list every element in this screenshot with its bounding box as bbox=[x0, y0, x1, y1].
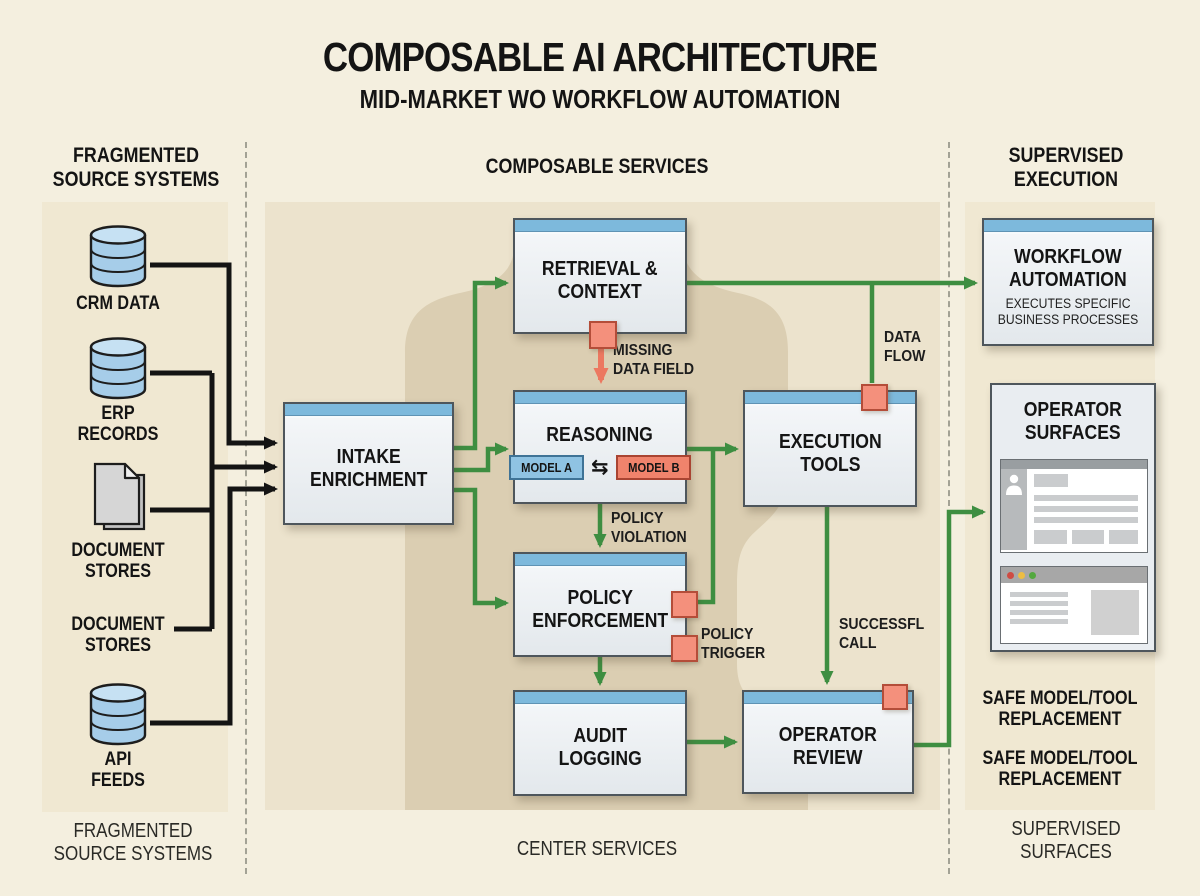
node-title: INTAKE ENRICHMENT bbox=[309, 445, 428, 491]
content-line bbox=[1010, 592, 1068, 597]
node-audit-logging: AUDIT LOGGING bbox=[513, 690, 687, 796]
divider-right bbox=[948, 142, 950, 874]
button-block bbox=[1109, 530, 1138, 544]
database-icon bbox=[88, 682, 148, 751]
left-column-header: FRAGMENTED SOURCE SYSTEMS bbox=[52, 144, 220, 191]
connector-square-missing-data bbox=[589, 321, 617, 349]
center-footer: CENTER SERVICES bbox=[516, 838, 678, 860]
right-column-header: SUPERVISED EXECUTION bbox=[1008, 144, 1124, 191]
node-title: POLICY ENFORCEMENT bbox=[532, 586, 668, 632]
right-footer: SUPERVISED SURFACES bbox=[1011, 818, 1121, 863]
model-a-label: MODEL A bbox=[520, 460, 572, 476]
yellow-dot-icon bbox=[1018, 572, 1025, 579]
green-dot-icon bbox=[1029, 572, 1036, 579]
swap-arrows-icon: ⇆ bbox=[590, 455, 609, 480]
node-title: EXECUTION TOOLS bbox=[778, 430, 882, 476]
note-safe-replacement-1: SAFE MODEL/TOOL REPLACEMENT bbox=[982, 688, 1138, 731]
database-icon bbox=[88, 336, 148, 405]
app-window-mockup bbox=[1000, 459, 1148, 553]
model-b-label: MODEL B bbox=[627, 460, 680, 476]
node-title: REASONING bbox=[546, 423, 654, 446]
left-footer: FRAGMENTED SOURCE SYSTEMS bbox=[53, 820, 213, 865]
note-safe-replacement-2: SAFE MODEL/TOOL REPLACEMENT bbox=[982, 748, 1138, 791]
button-block bbox=[1072, 530, 1104, 544]
content-line bbox=[1034, 506, 1138, 512]
node-top-bar bbox=[515, 692, 685, 706]
model-b-chip: MODEL B bbox=[615, 455, 692, 481]
flow-label-policy-trigger: POLICY TRIGGER bbox=[701, 626, 766, 662]
window-titlebar bbox=[1001, 460, 1147, 469]
button-block bbox=[1034, 530, 1067, 544]
flow-label-policy-violation: POLICY VIOLATION bbox=[611, 510, 687, 546]
model-chips: MODEL A ⇆ MODEL B bbox=[508, 455, 692, 481]
source-label-docs-1: DOCUMENT STORES bbox=[71, 540, 165, 583]
node-operator-surfaces: OPERATOR SURFACES bbox=[990, 383, 1156, 652]
node-intake-enrichment: INTAKE ENRICHMENT bbox=[283, 402, 454, 525]
node-top-bar bbox=[745, 392, 915, 406]
source-label-api: API FEEDS bbox=[91, 749, 145, 792]
content-line bbox=[1034, 495, 1138, 501]
node-retrieval-context: RETRIEVAL & CONTEXT bbox=[513, 218, 687, 334]
node-workflow-automation: WORKFLOW AUTOMATION EXECUTES SPECIFIC BU… bbox=[982, 218, 1154, 346]
content-line bbox=[1010, 619, 1068, 624]
database-icon bbox=[88, 224, 148, 293]
flow-label-missing-data-field: MISSING DATA FIELD bbox=[613, 342, 695, 378]
center-column-header: COMPOSABLE SERVICES bbox=[485, 155, 709, 178]
person-icon bbox=[1006, 474, 1022, 495]
source-label-erp: ERP RECORDS bbox=[77, 403, 159, 446]
node-title: OPERATOR REVIEW bbox=[778, 724, 878, 769]
node-top-bar bbox=[515, 392, 685, 406]
connector-square-policy-trigger bbox=[671, 635, 698, 662]
content-line bbox=[1010, 610, 1068, 615]
flow-label-data-flow: DATA FLOW bbox=[884, 329, 926, 365]
node-title: OPERATOR SURFACES bbox=[1023, 399, 1123, 444]
window-titlebar bbox=[1001, 567, 1147, 583]
browser-window-mockup bbox=[1000, 566, 1148, 644]
red-dot-icon bbox=[1007, 572, 1014, 579]
node-top-bar bbox=[515, 220, 685, 234]
content-line bbox=[1010, 601, 1068, 606]
source-label-crm: CRM DATA bbox=[76, 293, 160, 314]
connector-square-review-top bbox=[882, 684, 908, 710]
node-top-bar bbox=[515, 554, 685, 568]
node-title: AUDIT LOGGING bbox=[558, 725, 642, 770]
node-top-bar bbox=[285, 404, 452, 418]
connector-square-policy-right bbox=[671, 591, 698, 618]
documents-icon bbox=[87, 462, 151, 541]
page-subtitle: MID-MARKET WO WORKFLOW AUTOMATION bbox=[359, 84, 841, 114]
content-line bbox=[1034, 517, 1138, 523]
source-label-docs-2: DOCUMENT STORES bbox=[71, 614, 165, 657]
node-reasoning: REASONING MODEL A ⇆ MODEL B bbox=[508, 390, 692, 504]
connector-square-execution-top bbox=[861, 384, 888, 411]
divider-left bbox=[245, 142, 247, 874]
node-top-bar bbox=[984, 220, 1152, 234]
content-heading-block bbox=[1034, 474, 1068, 487]
node-title: RETRIEVAL & CONTEXT bbox=[542, 258, 658, 303]
node-execution-tools: EXECUTION TOOLS bbox=[743, 390, 917, 507]
node-subtitle: EXECUTES SPECIFIC BUSINESS PROCESSES bbox=[997, 295, 1139, 327]
flow-label-successful-call: SUCCESSFL CALL bbox=[839, 616, 925, 652]
image-block bbox=[1091, 590, 1139, 635]
node-title: WORKFLOW AUTOMATION bbox=[1009, 246, 1127, 291]
node-policy-enforcement: POLICY ENFORCEMENT bbox=[513, 552, 687, 657]
model-a-chip: MODEL A bbox=[508, 455, 584, 481]
page-title: COMPOSABLE AI ARCHITECTURE bbox=[322, 34, 878, 80]
